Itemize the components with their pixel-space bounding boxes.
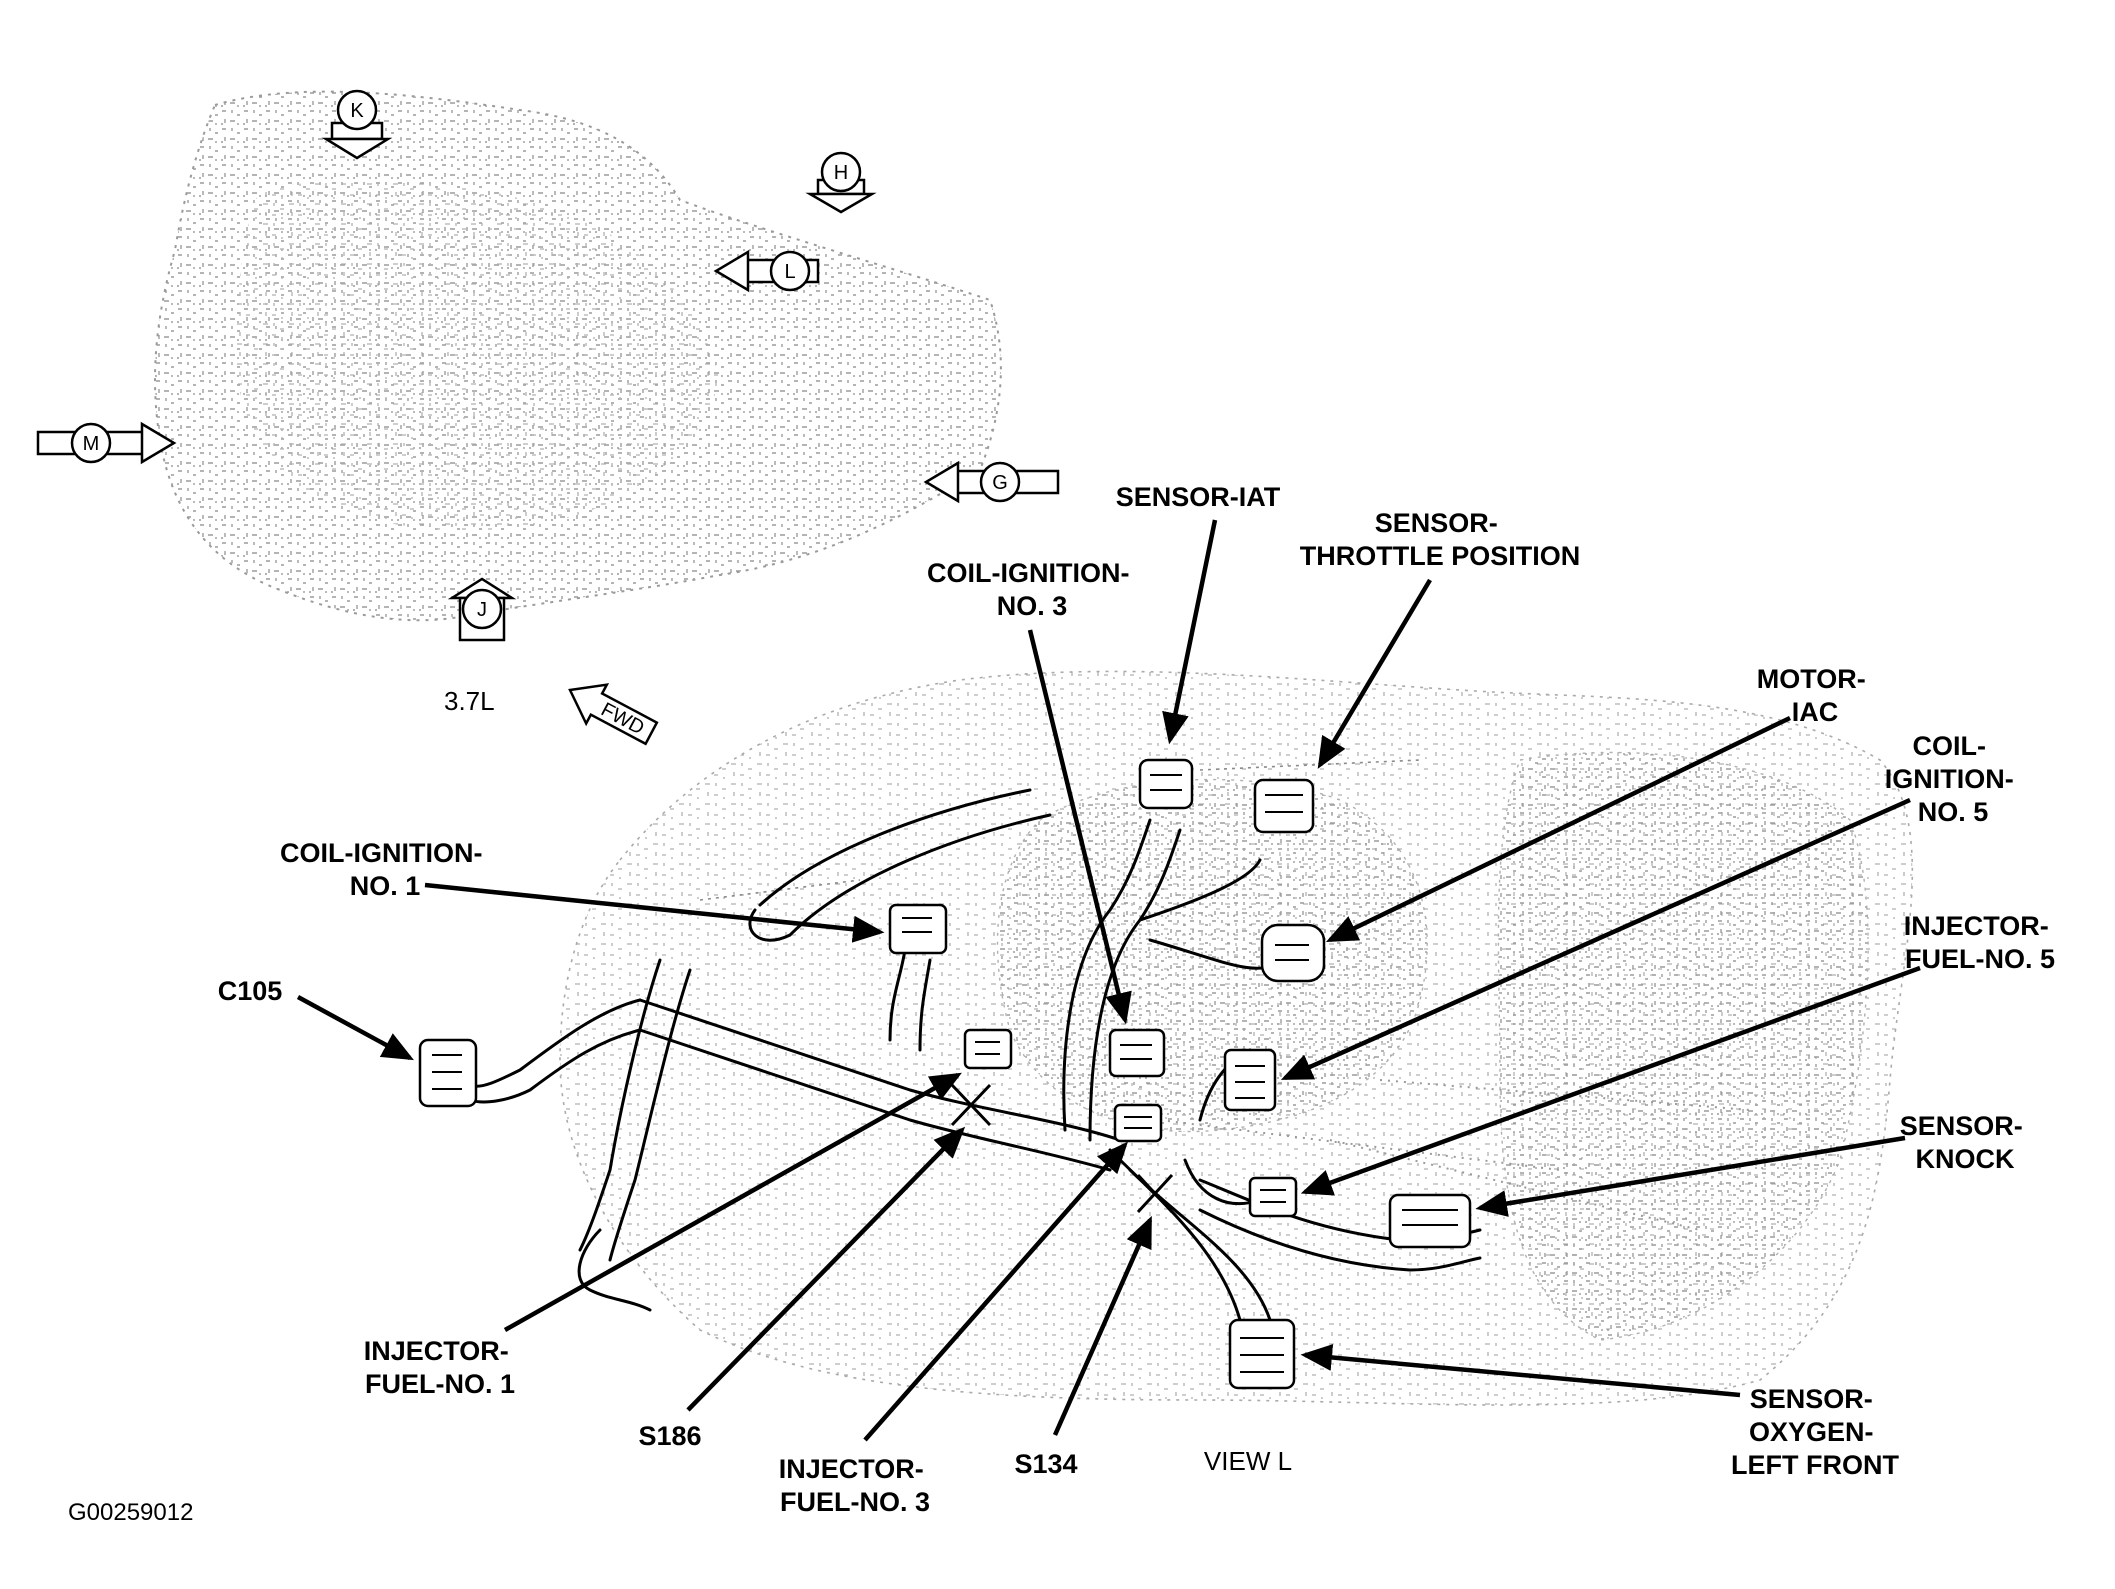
engine-detail-background: [559, 670, 1914, 1406]
leader-lines: [296, 519, 1921, 1442]
engine-overview-inner: [234, 179, 720, 531]
callout-labels: SENSOR-IAT SENSOR- THROTTLE POSITION COI…: [218, 482, 2057, 1517]
view-letter-j: J: [477, 599, 487, 621]
view-arrow-k: K: [321, 89, 393, 160]
engine-label: 3.7L: [444, 686, 495, 716]
connector-injector-5: [1248, 1176, 1298, 1218]
connector-coil-1: [888, 903, 948, 955]
view-letter-m: M: [83, 433, 100, 455]
label-sensor-oxygen: SENSOR- OXYGEN- LEFT FRONT: [1731, 1384, 1899, 1480]
label-injector-5: INJECTOR- FUEL-NO. 5: [1904, 911, 2057, 974]
label-injector-3: INJECTOR- FUEL-NO. 3: [779, 1454, 932, 1517]
leader-s186: [686, 1126, 966, 1412]
label-injector-1: INJECTOR- FUEL-NO. 1: [364, 1336, 517, 1399]
leader-injector-1: [503, 1072, 962, 1332]
connector-knock: [1388, 1193, 1472, 1249]
label-s134: S134: [1014, 1449, 1077, 1479]
leader-s134: [1052, 1215, 1153, 1436]
label-motor-iac: MOTOR- IAC: [1757, 664, 1874, 727]
connector-c105: [418, 1038, 478, 1108]
leader-coil-1: [424, 882, 885, 943]
forward-arrow: FWD: [568, 683, 659, 746]
leader-coil-3: [1027, 629, 1132, 1025]
figure-id: G00259012: [68, 1499, 193, 1526]
label-s186: S186: [638, 1421, 701, 1451]
connector-coil-3: [1108, 1028, 1166, 1078]
leader-sensor-oxygen: [1300, 1344, 1741, 1398]
detail-intake-plenum: [996, 778, 1428, 1133]
leader-sensor-throttle: [1317, 578, 1432, 769]
label-sensor-throttle: SENSOR- THROTTLE POSITION: [1300, 508, 1581, 571]
connector-injector-3: [1113, 1103, 1163, 1143]
connector-throttle: [1253, 778, 1315, 834]
label-coil-3: COIL-IGNITION- NO. 3: [927, 558, 1137, 621]
engine-overview: [154, 90, 1002, 622]
label-coil-1: COIL-IGNITION- NO. 1: [280, 838, 490, 901]
leader-c105: [296, 995, 414, 1061]
leader-motor-iac: [1325, 715, 1791, 943]
label-sensor-knock: SENSOR- KNOCK: [1900, 1111, 2031, 1174]
leader-sensor-knock: [1475, 1135, 1906, 1217]
connector-coil-5: [1223, 1048, 1277, 1112]
detail-valve-cover: [1497, 751, 1869, 1341]
label-sensor-iat: SENSOR-IAT: [1116, 482, 1281, 512]
view-letter-k: K: [350, 100, 364, 122]
view-arrow-h: H: [805, 151, 877, 214]
connector-injector-1: [963, 1028, 1013, 1070]
view-letter-l: L: [784, 261, 795, 283]
view-letter-g: G: [992, 472, 1008, 494]
connectors: [418, 758, 1472, 1390]
view-arrow-g: G: [923, 460, 1060, 504]
view-arrow-j: J: [447, 577, 517, 642]
leader-injector-5: [1300, 965, 1921, 1196]
label-coil-5: COIL- IGNITION- NO. 5: [1885, 731, 2022, 827]
connector-iac: [1260, 923, 1326, 983]
connector-iat: [1138, 758, 1194, 810]
leader-sensor-iat: [1162, 519, 1218, 745]
leader-injector-3: [863, 1141, 1128, 1442]
leader-coil-5: [1280, 797, 1911, 1081]
view-arrow-l: L: [713, 249, 820, 293]
view-label: VIEW L: [1204, 1446, 1292, 1476]
connector-oxygen: [1228, 1318, 1296, 1390]
view-arrow-m: M: [36, 421, 177, 465]
label-c105: C105: [218, 976, 283, 1006]
wiring-harness: [468, 788, 1482, 1322]
view-letter-h: H: [834, 162, 848, 184]
